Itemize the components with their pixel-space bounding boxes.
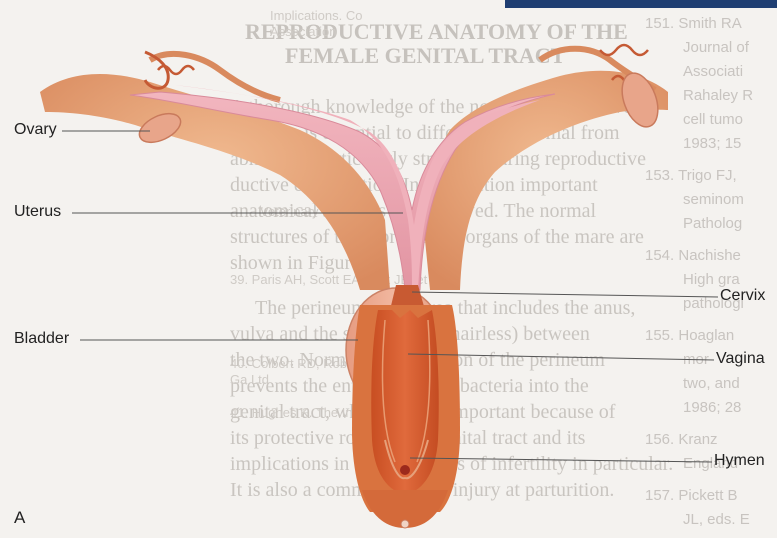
panel-letter: A <box>14 508 25 528</box>
cervix-leader-line <box>412 292 718 297</box>
label-uterus: Uterus <box>14 203 61 221</box>
right-fimbria <box>600 45 648 55</box>
hymen-opening <box>400 465 410 475</box>
left-oviduct-coil <box>158 66 194 74</box>
clitoris-fossa <box>401 520 409 528</box>
label-ovary: Ovary <box>14 121 57 139</box>
label-hymen: Hymen <box>714 452 765 470</box>
label-bladder: Bladder <box>14 330 69 348</box>
label-vagina: Vagina <box>716 350 765 368</box>
label-cervix: Cervix <box>720 287 765 305</box>
